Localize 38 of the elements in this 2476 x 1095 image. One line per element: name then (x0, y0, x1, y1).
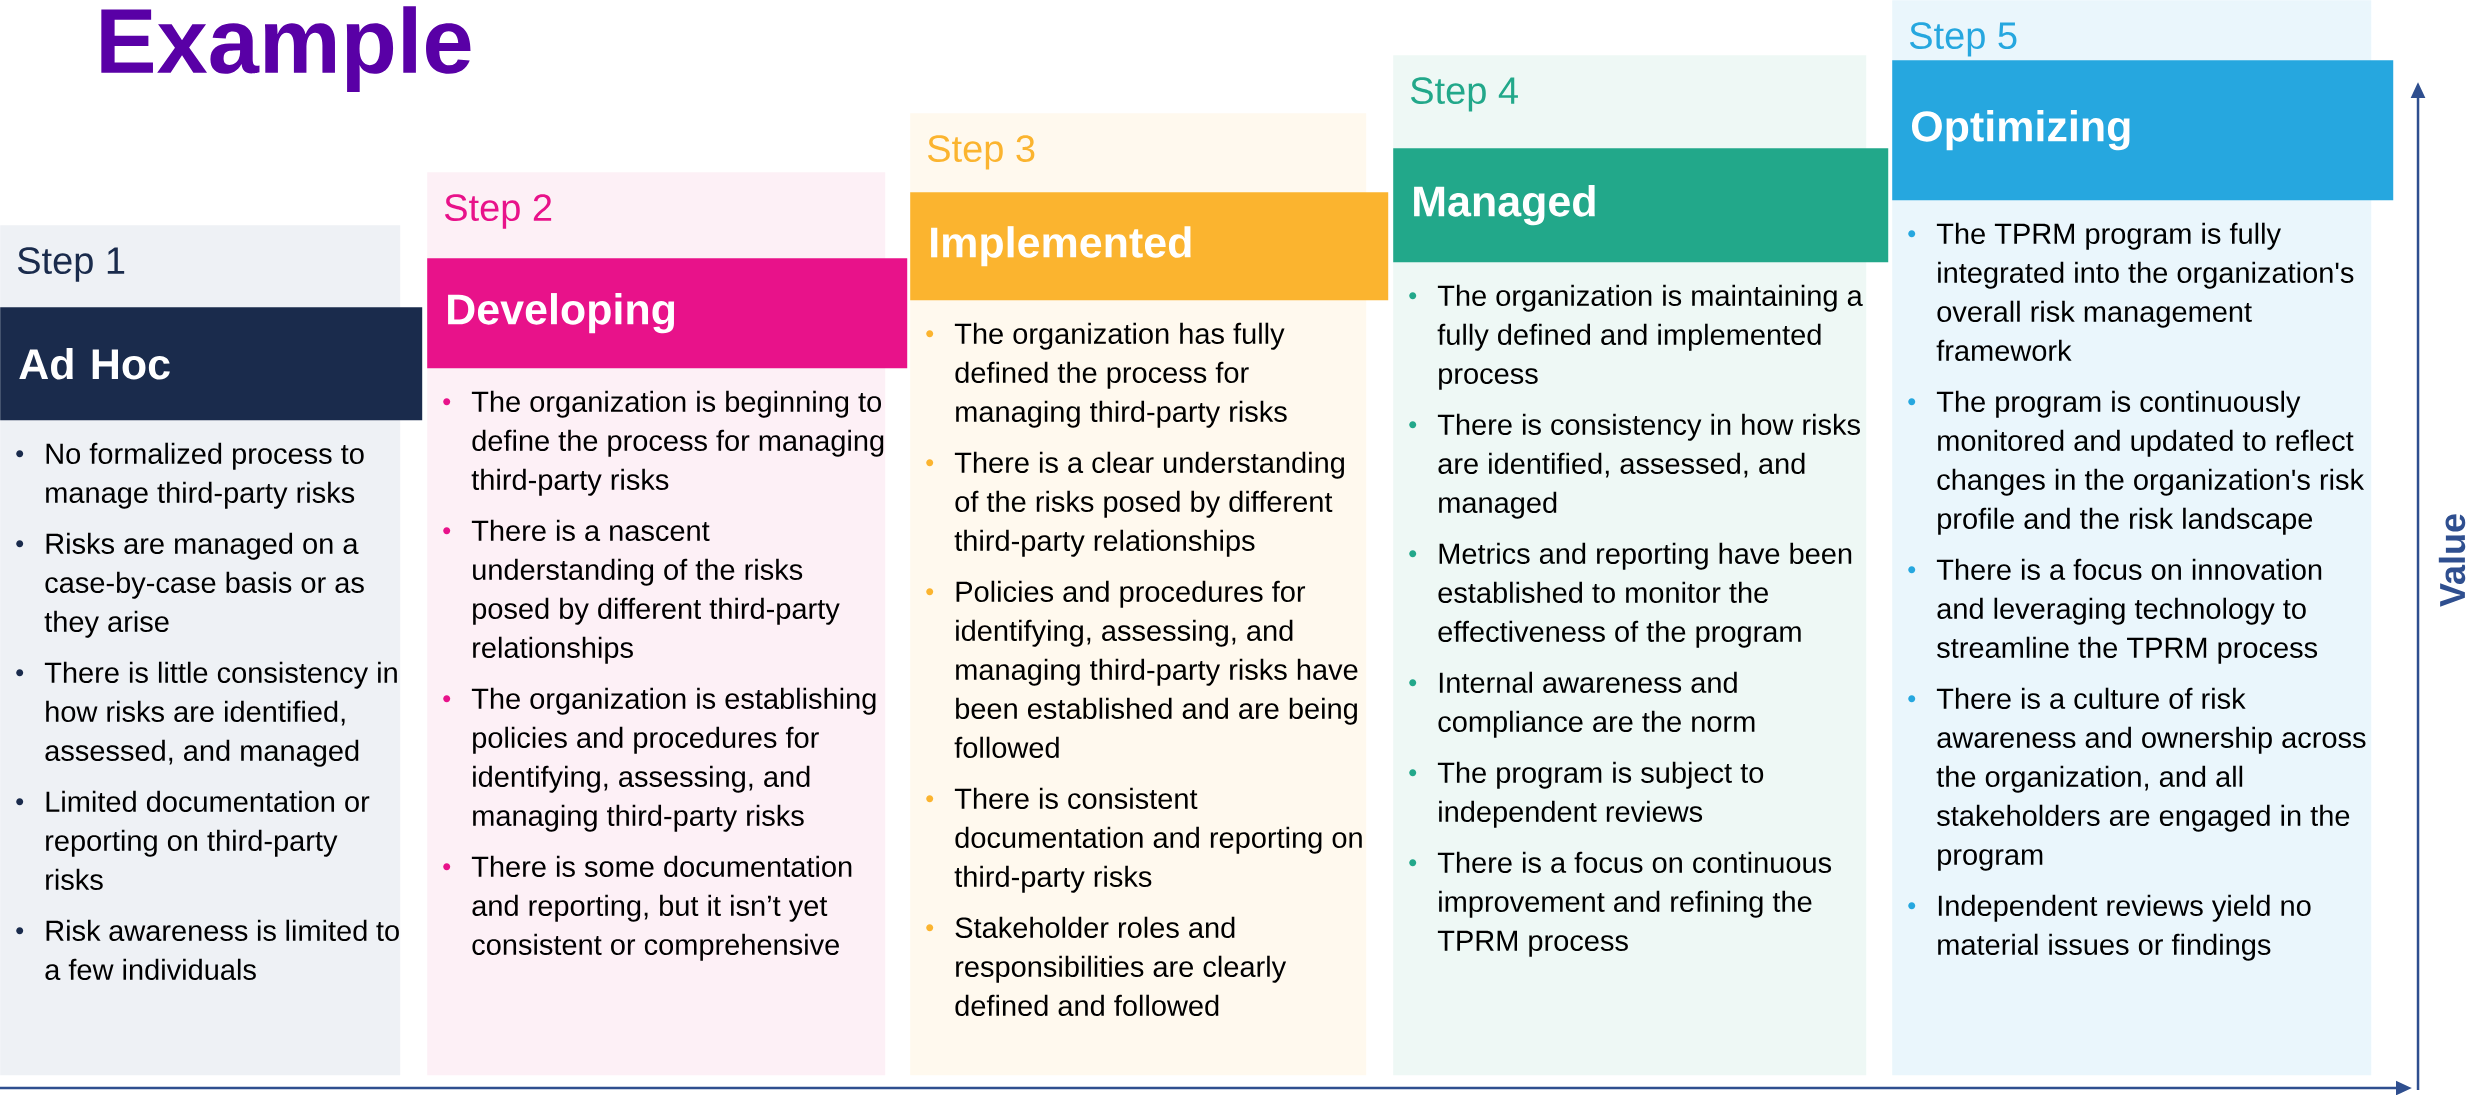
bullet-item: No formalized process to manage third-party risks (46, 442, 364, 509)
bullet-item: Metrics and reporting have been established to monitor the effectiveness of the program (1438, 542, 1852, 648)
bullet-item: The organization is establishing policies and procedures for identifying, assessing, and managing third-party risks (471, 687, 876, 832)
bullet-item: Risks are managed on a case-by-case basis or as they arise (44, 532, 364, 638)
bullet-item: There is little consistency in how risks are identified, assessed, and managed (44, 661, 397, 767)
step-label: Step 5 (1909, 22, 2017, 57)
bullet-item: There is consistency in how risks are identified, assessed, and managed (1437, 413, 1860, 519)
bullet-item: Stakeholder roles and responsibilities are clearly defined and followed (955, 916, 1287, 1016)
bullet-item: The organization is beginning to define the process for managing third-party risks (471, 390, 884, 496)
step-label: Step 2 (444, 194, 552, 229)
level-header: Ad Hoc (0, 307, 423, 421)
step-label: Step 4 (1410, 77, 1518, 112)
step-label: Step 1 (17, 247, 125, 282)
bullet-item: Risk awareness is limited to a few individuals (45, 919, 399, 980)
bullet-item: There is a clear understanding of the risks posed by different third-party relationships (954, 451, 1344, 557)
step-column (910, 113, 1367, 1076)
bullet-item: There is a focus on innovation and leveraging technology to streamline the TPRM process (1936, 558, 2322, 664)
axis-label: Value (2438, 514, 2466, 607)
bullet-item: There is some documentation and reporting, but it isn’t yet consistent or comprehensive (471, 855, 852, 961)
bullet-item: There is a nascent understanding of the risks posed by different third-party relationships (471, 519, 840, 664)
level-header: Developing (427, 258, 908, 369)
bullet-item: There is consistent documentation and reporting on third-party risks (954, 787, 1362, 893)
step-label: Step 3 (927, 135, 1035, 170)
bullet-item: The TPRM program is fully integrated into the organization's overall risk management framework (1936, 222, 2354, 361)
level-header: Managed (1393, 148, 1889, 263)
title: Example (101, 6, 471, 92)
bullet-item: The program is subject to independent reviews (1437, 761, 1764, 828)
bullet-item: There is a culture of risk awareness and ownership across the organization, and all stakeholders are engaged in the program (1936, 687, 2366, 871)
bullet-item: Internal awareness and compliance are the norm (1438, 671, 1755, 738)
bullet-item: Policies and procedures for identifying, assessing, and managing third-party risks have been established and are being followed (954, 580, 1358, 758)
bullet-item: The program is continuously monitored and updated to reflect changes in the organization's risk profile and the risk landscape (1936, 390, 2365, 535)
level-header: Implemented (910, 192, 1389, 301)
bullet-item: There is a focus on continuous improvement and refining the TPRM process (1437, 851, 1832, 957)
bullet-item: The organization is maintaining a fully defined and implemented process (1437, 284, 1863, 390)
bullet-item: Limited documentation or reporting on third-party risks (46, 790, 370, 890)
bullet-item: The organization has fully defined the process for managing third-party risks (954, 322, 1287, 428)
level-header: Optimizing (1892, 60, 2394, 201)
bullet-item: Independent reviews yield no material issues or findings (1938, 894, 2311, 961)
